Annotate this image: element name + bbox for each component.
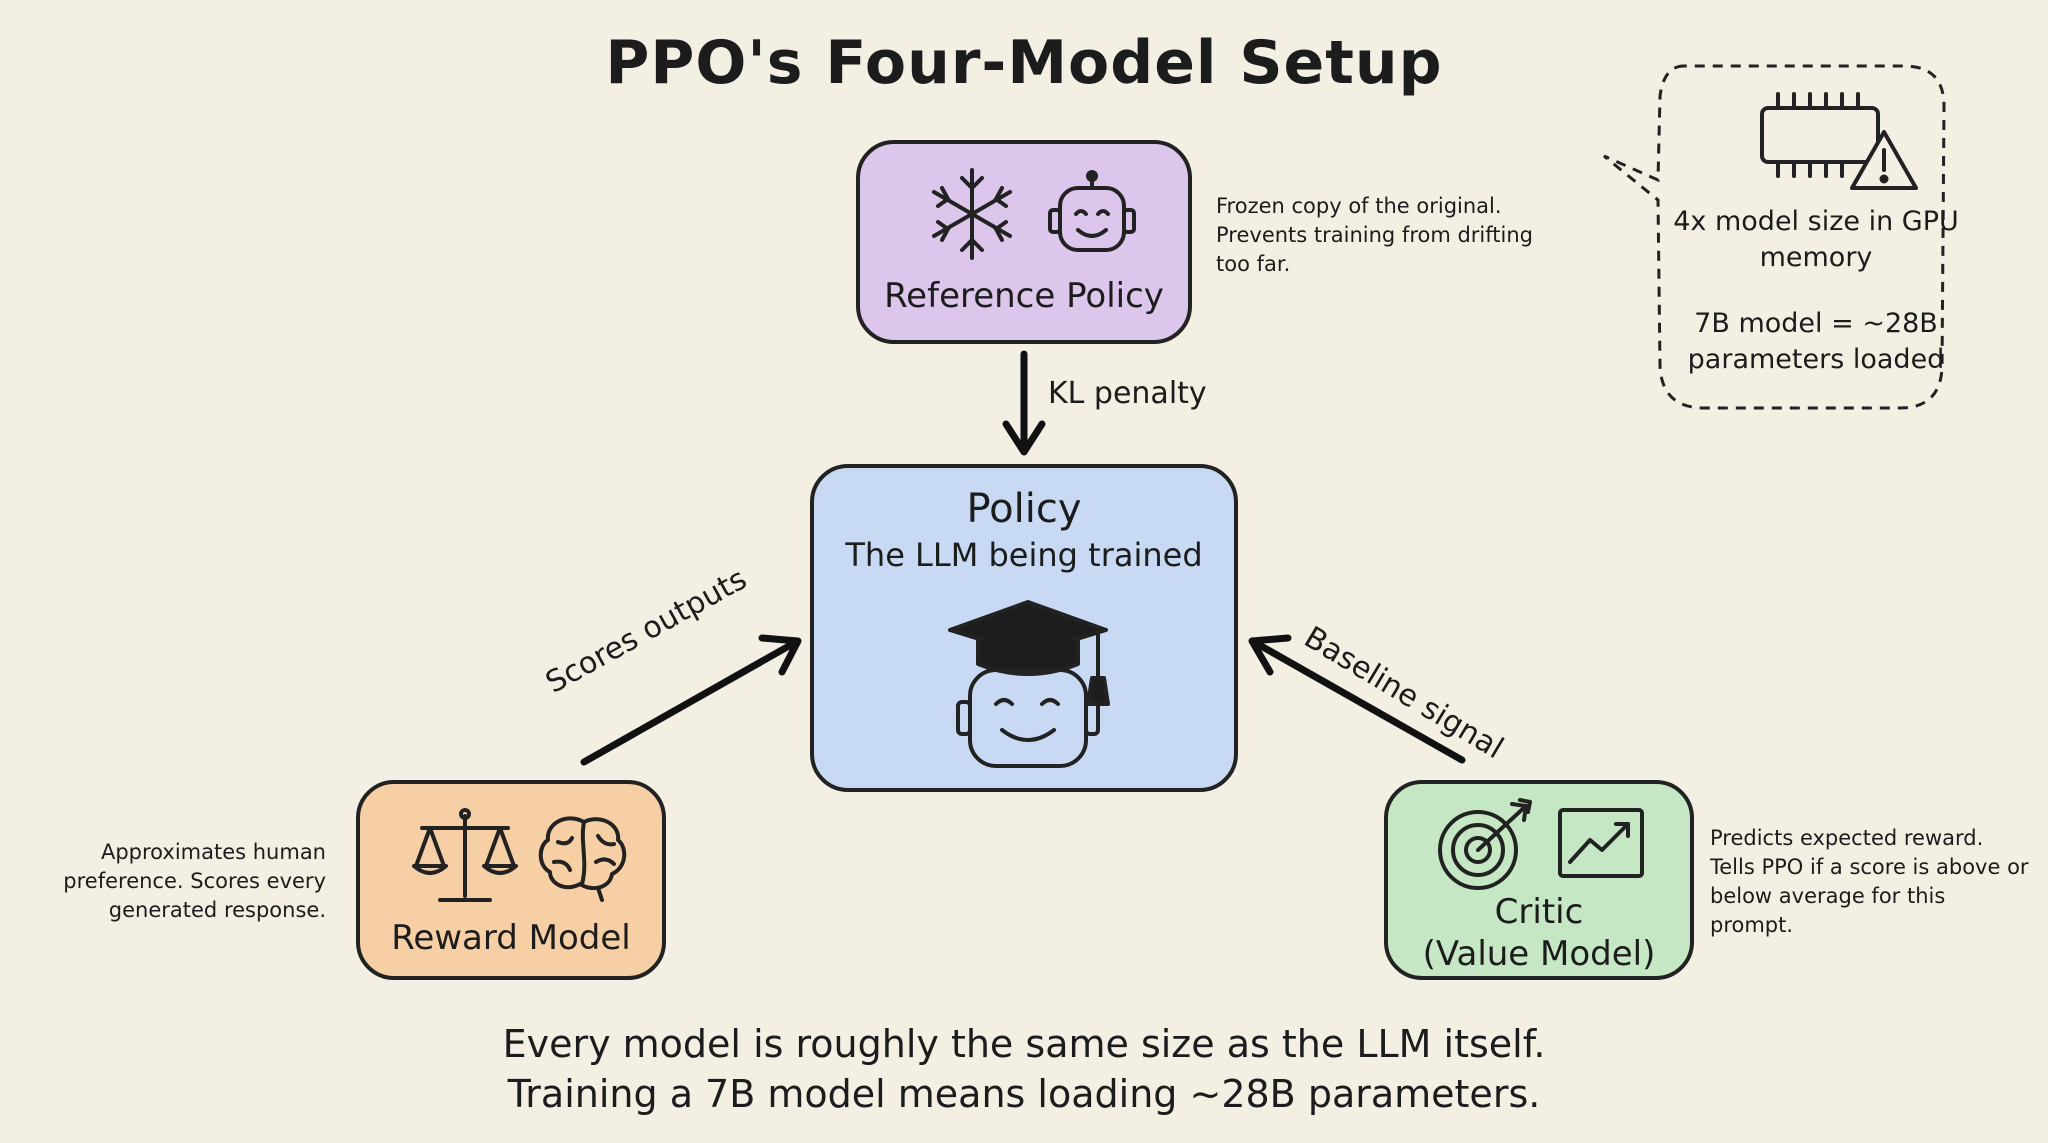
reference-policy-box: Reference Policy (856, 140, 1192, 344)
reference-policy-label: Reference Policy (884, 276, 1164, 316)
warning-icon (1850, 130, 1918, 190)
critic-label: Critic (1494, 892, 1584, 932)
critic-box: Critic (Value Model) (1384, 780, 1694, 980)
chip-icon (1760, 92, 1880, 178)
policy-label: Policy (966, 486, 1082, 532)
gpu-memory-callout (1603, 64, 1946, 410)
callout-memory-text: 4x model size in GPU memory (1673, 206, 1959, 273)
target-icon (1438, 798, 1532, 890)
footer-line-2: Training a 7B model means loading ~28B p… (507, 1072, 1541, 1116)
policy-sublabel: The LLM being trained (845, 536, 1203, 574)
reward-model-box: Reward Model (356, 780, 666, 980)
snowflake-icon (932, 168, 1012, 260)
chart-icon (1558, 808, 1644, 878)
callout-parameters-text: 7B model = ~28B parameters loaded (1687, 308, 1945, 375)
critic-sublabel: (Value Model) (1422, 934, 1656, 974)
robot-icon (1048, 170, 1136, 252)
reward-model-label: Reward Model (391, 918, 631, 958)
reference-policy-note: Frozen copy of the original. Prevents tr… (1216, 194, 1533, 276)
brain-icon (538, 816, 627, 902)
scales-icon (412, 808, 518, 902)
kl-penalty-label: KL penalty (1048, 376, 1207, 411)
critic-note: Predicts expected reward. Tells PPO if a… (1710, 826, 2029, 937)
graduation-cap-robot-icon (948, 600, 1110, 768)
policy-box: Policy The LLM being trained (810, 464, 1238, 792)
footer-line-1: Every model is roughly the same size as … (502, 1022, 1546, 1066)
reward-model-note: Approximates human preference. Scores ev… (63, 840, 326, 922)
diagram-title: PPO's Four-Model Setup (605, 28, 1443, 98)
